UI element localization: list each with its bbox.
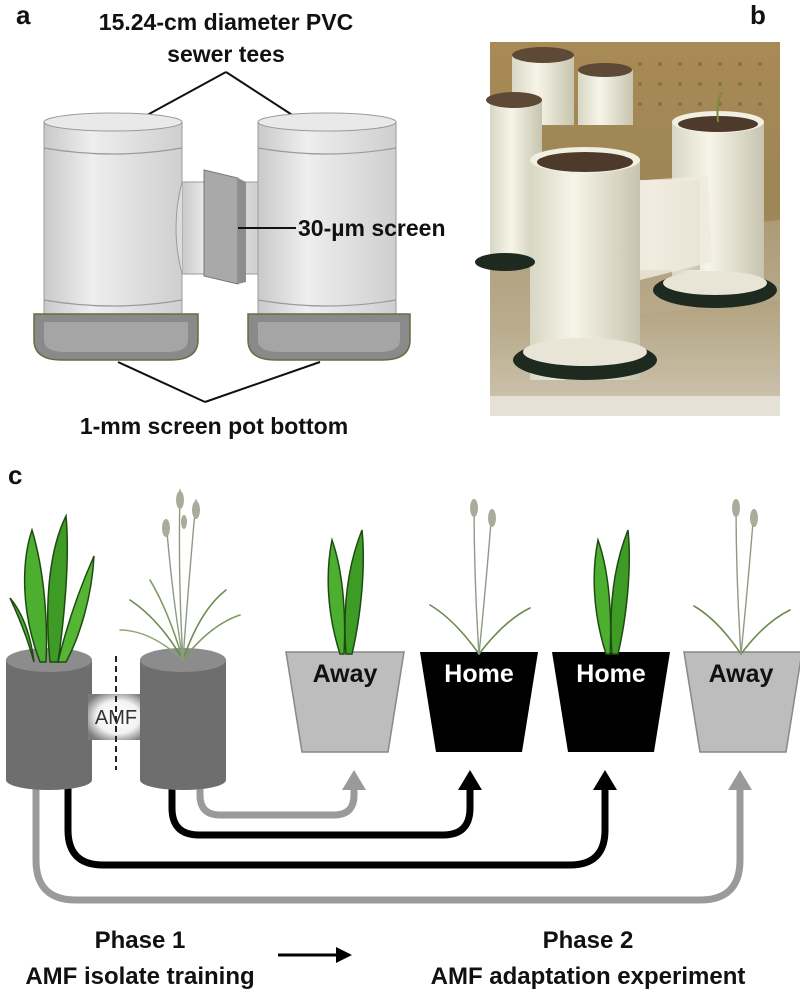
bottom-label: 1-mm screen pot bottom: [80, 413, 348, 439]
tees-leader-left: [137, 71, 227, 121]
pot-home-right-label: Home: [576, 660, 646, 688]
bottom-leader-left: [117, 361, 206, 403]
pot-away-right-label: Away: [709, 660, 774, 688]
arrow-right-to-home-left: [168, 780, 474, 839]
panel-b-letter: b: [750, 0, 766, 30]
grass-plant-training: [119, 489, 241, 661]
panel-a: a 15.24-cm diameter PVC sewer tees: [16, 0, 446, 439]
arrow-left-to-away-right: [32, 780, 744, 904]
phase2-subtitle: AMF adaptation experiment: [431, 963, 746, 990]
pot-away-left: Away: [285, 529, 405, 753]
mesh-screen-30um: [203, 169, 239, 285]
left-pvc-tee: [43, 112, 183, 321]
phase1-subtitle: AMF isolate training: [25, 963, 254, 990]
phase-arrow-head: [336, 947, 352, 963]
right-pvc-tee: [257, 112, 397, 321]
arrow-right-to-away-left: [196, 780, 358, 819]
training-pot-right: [140, 648, 226, 790]
transfer-arrows: [32, 770, 752, 904]
pot-home-left: Home: [420, 499, 538, 752]
photo-pvc-pots: [475, 42, 780, 416]
phase1-title: Phase 1: [95, 927, 186, 954]
arrow-left-to-home-right: [64, 780, 609, 869]
panel-c: c AMF: [6, 460, 800, 990]
training-pot-left: [6, 648, 92, 790]
pot-home-right: Home: [552, 529, 670, 752]
pot-away-right: Away: [683, 499, 800, 753]
panel-c-letter: c: [8, 460, 22, 490]
mesh-screen-edge: [238, 178, 246, 284]
pot-away-left-label: Away: [313, 660, 378, 688]
tees-label-line1: 15.24-cm diameter PVC: [99, 9, 353, 35]
tees-leader-right: [225, 71, 301, 121]
panel-b: b: [475, 0, 780, 416]
screen-label: 30-µm screen: [298, 215, 446, 241]
broadleaf-plant-training: [9, 513, 95, 663]
tees-label-line2: sewer tees: [167, 41, 285, 67]
pot-home-left-label: Home: [444, 660, 514, 688]
bottom-leader-right: [204, 361, 321, 403]
phase2-title: Phase 2: [543, 927, 634, 954]
amf-connector: AMF: [88, 656, 148, 770]
panel-a-letter: a: [16, 0, 31, 30]
